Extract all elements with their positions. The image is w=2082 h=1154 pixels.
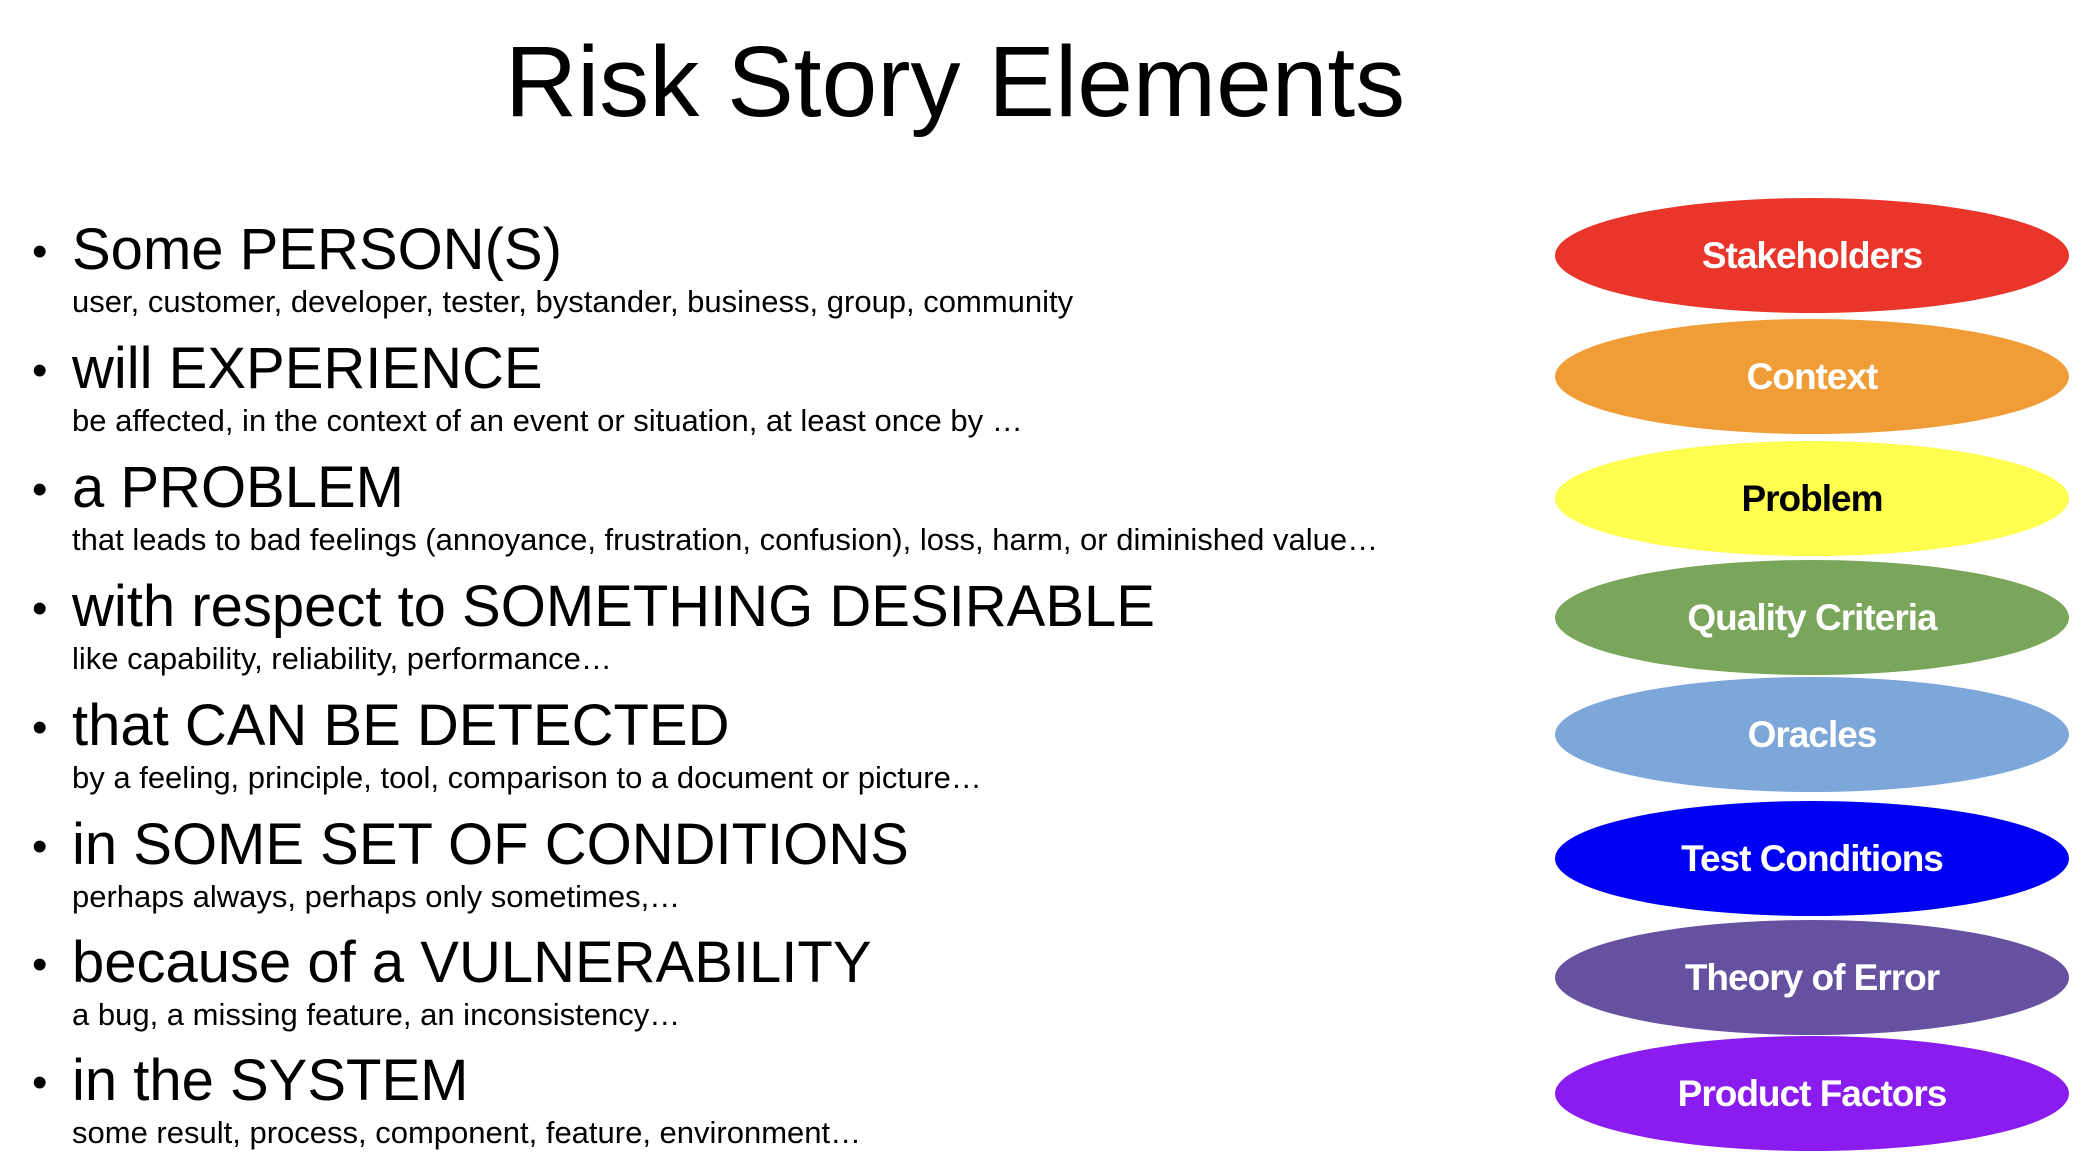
bullet-description: perhaps always, perhaps only sometimes,…: [72, 879, 681, 914]
bullet-heading: Some PERSON(S): [72, 217, 562, 282]
element-label: Product Factors: [1677, 1072, 1948, 1114]
bullet-heading: that CAN BE DETECTED: [72, 693, 730, 758]
bullet-icon: •: [32, 822, 48, 871]
bullet-description: user, customer, developer, tester, bysta…: [72, 284, 1074, 319]
element-ellipse-problem: Problem: [1555, 441, 2069, 556]
element-label: Oracles: [1747, 713, 1878, 755]
element-label: Context: [1746, 355, 1879, 397]
element-label: Quality Criteria: [1687, 596, 1937, 638]
bullet-description: by a feeling, principle, tool, compariso…: [72, 760, 982, 795]
bullet-icon: •: [32, 465, 48, 514]
bullet-heading: a PROBLEM: [72, 455, 404, 520]
bullet-heading: with respect to SOMETHING DESIRABLE: [72, 574, 1155, 639]
element-ellipse-context: Context: [1555, 319, 2069, 434]
bullet-description: some result, process, component, feature…: [72, 1115, 862, 1150]
element-ellipse-quality-criteria: Quality Criteria: [1555, 560, 2069, 675]
bullet-description: that leads to bad feelings (annoyance, f…: [72, 522, 1379, 557]
bullet-heading: in SOME SET OF CONDITIONS: [72, 812, 909, 877]
bullet-description: a bug, a missing feature, an inconsisten…: [72, 997, 681, 1032]
element-ellipse-theory-of-error: Theory of Error: [1555, 920, 2069, 1035]
bullet-icon: •: [32, 346, 48, 395]
element-ellipse-stakeholders: Stakeholders: [1555, 198, 2069, 313]
element-ellipse-oracles: Oracles: [1555, 677, 2069, 792]
bullet-icon: •: [32, 703, 48, 752]
bullet-icon: •: [32, 940, 48, 989]
element-ellipse-product-factors: Product Factors: [1555, 1036, 2069, 1151]
element-label: Test Conditions: [1681, 837, 1944, 879]
element-label: Theory of Error: [1684, 956, 1940, 998]
bullet-icon: •: [32, 227, 48, 276]
bullet-icon: •: [32, 1058, 48, 1107]
bullet-heading: because of a VULNERABILITY: [72, 930, 872, 995]
element-label: Stakeholders: [1701, 234, 1923, 276]
bullet-description: be affected, in the context of an event …: [72, 403, 1023, 438]
bullet-icon: •: [32, 584, 48, 633]
bullet-heading: will EXPERIENCE: [72, 336, 543, 401]
bullet-description: like capability, reliability, performanc…: [72, 641, 612, 676]
slide-title: Risk Story Elements: [504, 26, 1406, 138]
element-ellipse-test-conditions: Test Conditions: [1555, 801, 2069, 916]
element-label: Problem: [1741, 477, 1883, 519]
bullet-heading: in the SYSTEM: [72, 1048, 469, 1113]
